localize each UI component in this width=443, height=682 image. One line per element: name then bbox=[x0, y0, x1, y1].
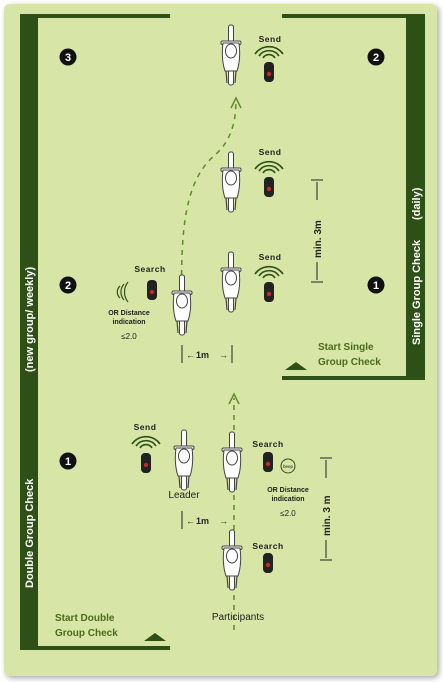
beacon-device-icon bbox=[264, 282, 274, 302]
start-single-label: Group Check bbox=[318, 357, 381, 368]
search-device-icon bbox=[263, 553, 273, 573]
participants-label: Participants bbox=[212, 612, 264, 623]
min-distance-upper-dimension: min. 3m bbox=[311, 179, 324, 283]
svg-text:OR Distance: OR Distance bbox=[267, 487, 309, 494]
svg-text:beep: beep bbox=[283, 464, 294, 469]
svg-text:indication: indication bbox=[112, 319, 145, 326]
search-device-icon bbox=[263, 452, 273, 472]
step-badge-three-left: 3 bbox=[59, 48, 77, 66]
start-single-label: Start Single bbox=[318, 342, 374, 353]
search-device-icon bbox=[147, 280, 157, 300]
left-bar-label-bottom: Double Group Check bbox=[24, 478, 36, 588]
svg-text:1m: 1m bbox=[196, 350, 209, 360]
svg-text:Send: Send bbox=[259, 34, 282, 44]
svg-text:←: ← bbox=[186, 350, 195, 360]
leader-label: Leader bbox=[168, 490, 200, 501]
step-badge-one-right: 1 bbox=[367, 276, 385, 294]
one-meter-lower-dimension: ← 1m → bbox=[181, 511, 228, 529]
svg-text:≤2.0: ≤2.0 bbox=[121, 332, 137, 341]
svg-text:Send: Send bbox=[259, 252, 282, 262]
step-badge-two-right: 2 bbox=[367, 48, 385, 66]
svg-text:1: 1 bbox=[65, 456, 71, 468]
upper-route-arrow-icon bbox=[230, 96, 242, 109]
beacon-device-icon bbox=[141, 453, 151, 473]
beep-icon bbox=[116, 281, 129, 303]
double-check-frame bbox=[20, 14, 170, 650]
one-meter-upper-dimension: ← 1m → bbox=[181, 345, 233, 363]
right-bar-label-bottom: Single Group Check bbox=[411, 239, 423, 345]
svg-text:Send: Send bbox=[134, 422, 157, 432]
svg-text:1m: 1m bbox=[196, 516, 209, 526]
svg-text:Search: Search bbox=[252, 439, 283, 449]
svg-text:min. 3 m: min. 3 m bbox=[322, 495, 333, 536]
background-panel bbox=[4, 4, 437, 676]
svg-text:Search: Search bbox=[134, 264, 165, 274]
start-double-label: Start Double bbox=[55, 613, 115, 624]
single-check-frame bbox=[282, 14, 425, 380]
step-badge-two-left: 2 bbox=[59, 276, 77, 294]
svg-text:←: ← bbox=[186, 516, 195, 526]
svg-text:→: → bbox=[219, 516, 228, 526]
upper-route-dash bbox=[180, 99, 237, 306]
svg-text:Search: Search bbox=[252, 541, 283, 551]
svg-text:3: 3 bbox=[65, 52, 71, 64]
svg-text:≤2.0: ≤2.0 bbox=[280, 509, 296, 518]
start-single-triangle-icon bbox=[285, 362, 307, 370]
beacon-device-icon bbox=[264, 62, 274, 82]
svg-text:→: → bbox=[219, 350, 228, 360]
left-bar-label-top: (new group/ weekly) bbox=[24, 267, 36, 372]
svg-text:Send: Send bbox=[259, 147, 282, 157]
beep-icon: beep bbox=[280, 458, 296, 474]
min-distance-lower-dimension: min. 3 m bbox=[320, 457, 333, 561]
lower-route-arrow-icon bbox=[228, 392, 240, 405]
svg-text:min. 3m: min. 3m bbox=[313, 220, 324, 258]
beacon-device-icon bbox=[264, 177, 274, 197]
svg-text:1: 1 bbox=[373, 280, 379, 292]
right-bar-label-top: (daily) bbox=[411, 187, 423, 220]
svg-text:indication: indication bbox=[271, 496, 304, 503]
step-badge-one-left: 1 bbox=[59, 452, 77, 470]
svg-text:2: 2 bbox=[65, 280, 71, 292]
svg-text:OR Distance: OR Distance bbox=[108, 310, 150, 317]
start-double-triangle-icon bbox=[144, 633, 166, 641]
svg-text:2: 2 bbox=[373, 52, 379, 64]
start-double-label: Group Check bbox=[55, 628, 118, 639]
